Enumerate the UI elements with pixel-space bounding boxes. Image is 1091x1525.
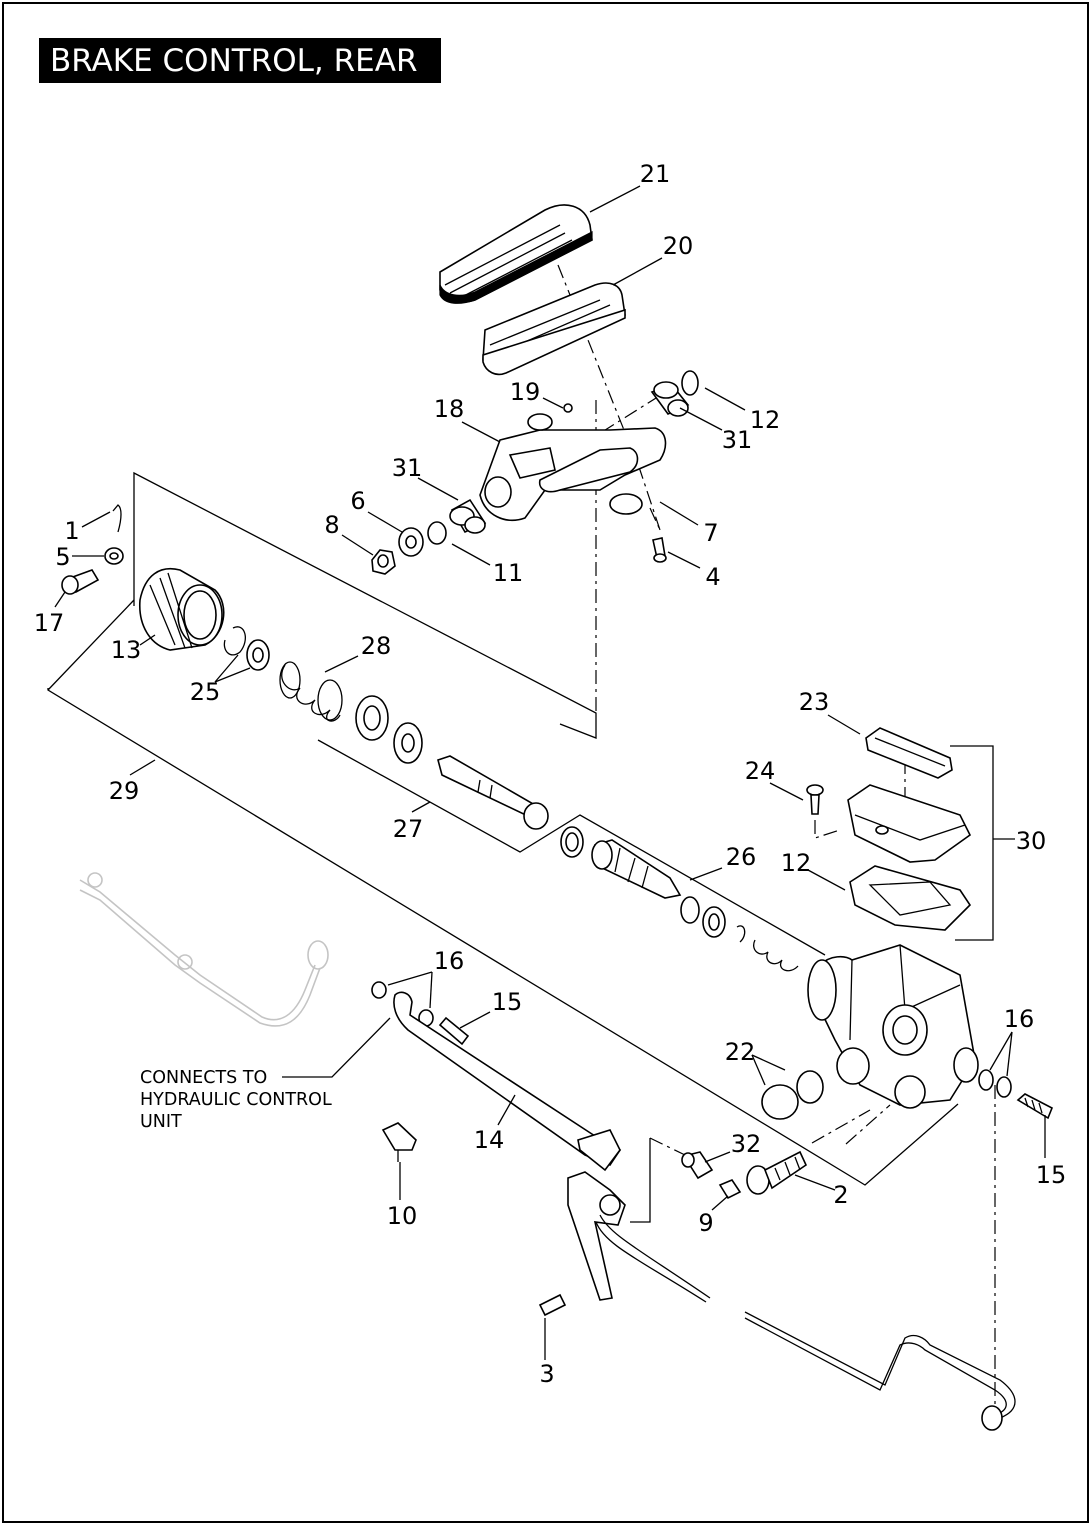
part-10-clip xyxy=(381,1122,417,1162)
callout-29: 29 xyxy=(108,777,140,805)
connection-note: CONNECTS TO HYDRAULIC CONTROL UNIT xyxy=(140,1067,332,1133)
part-22-oring xyxy=(796,1070,824,1104)
part-11-oring xyxy=(427,521,447,545)
callout-26: 26 xyxy=(725,843,757,871)
callout-20: 20 xyxy=(662,232,694,260)
callout-1: 1 xyxy=(64,517,80,545)
callout-2: 2 xyxy=(833,1181,849,1209)
brake-line-upper xyxy=(595,1221,707,1303)
callout-13: 13 xyxy=(110,636,142,664)
part-27-lock-washer xyxy=(355,695,389,741)
callout-9: 9 xyxy=(698,1209,714,1237)
part-5-washer xyxy=(104,547,124,565)
callout-28: 28 xyxy=(360,632,392,660)
part-1-cotter-pin xyxy=(112,504,122,533)
callout-4: 4 xyxy=(705,563,721,591)
part-22-plug xyxy=(761,1084,799,1120)
callout-8: 8 xyxy=(324,511,340,539)
part-26-oring xyxy=(680,896,700,924)
part-16-washer xyxy=(371,981,387,999)
part-12-gasket xyxy=(849,865,972,931)
callout-17: 17 xyxy=(33,609,65,637)
assembly-lines xyxy=(47,264,1015,1410)
callout-31: 31 xyxy=(391,454,423,482)
part-19-fitting xyxy=(563,403,573,413)
callout-19: 19 xyxy=(509,378,541,406)
part-23-sight-glass xyxy=(865,727,953,779)
part-24-screw xyxy=(806,784,824,815)
callout-32: 32 xyxy=(730,1130,762,1158)
part-26-cup xyxy=(702,906,726,938)
part-18-pedal-arm xyxy=(479,413,667,522)
callout-3: 3 xyxy=(539,1360,555,1388)
brake-line-upper xyxy=(599,1214,711,1299)
callout-12: 12 xyxy=(749,406,781,434)
part-7-washer xyxy=(609,493,643,515)
leader-lines xyxy=(54,185,1046,1360)
part-14-brake-hose xyxy=(393,991,622,1172)
master-cylinder-body xyxy=(807,944,979,1109)
callout-14: 14 xyxy=(473,1126,505,1154)
part-17-clevis-pin xyxy=(61,569,100,595)
callout-30: 30 xyxy=(1015,827,1047,855)
note-line: HYDRAULIC CONTROL xyxy=(140,1090,332,1110)
callout-27: 27 xyxy=(392,815,424,843)
part-30-cover xyxy=(847,784,972,863)
callout-16: 16 xyxy=(433,947,465,975)
part-26-piston xyxy=(591,839,682,899)
part-25-retaining-ring xyxy=(223,626,246,656)
part-2-bolt xyxy=(746,1150,808,1195)
ghost-brake-line xyxy=(79,872,329,1027)
part-25-washer xyxy=(246,639,270,671)
callout-23: 23 xyxy=(798,688,830,716)
callout-5: 5 xyxy=(55,543,71,571)
brake-line-lower xyxy=(744,1317,1007,1416)
callout-18: 18 xyxy=(433,395,465,423)
callout-15: 15 xyxy=(491,988,523,1016)
part-8-nut xyxy=(371,549,396,575)
part-12-oring xyxy=(681,370,699,396)
part-3-bracket xyxy=(538,1171,626,1317)
part-31-bushing-lower xyxy=(449,498,487,534)
part-28-spring xyxy=(279,661,343,722)
part-31-bushing-upper xyxy=(650,381,690,417)
part-21-cover-pad xyxy=(439,204,593,304)
part-26-clip xyxy=(736,925,746,943)
callout-12: 12 xyxy=(780,849,812,877)
part-15-banjo-bolt xyxy=(1016,1093,1054,1120)
part-26-seal xyxy=(560,826,584,858)
part-27-pushrod xyxy=(437,755,549,830)
callout-7: 7 xyxy=(703,519,719,547)
note-line: CONNECTS TO xyxy=(140,1068,268,1088)
callout-10: 10 xyxy=(386,1202,418,1230)
callout-15: 15 xyxy=(1035,1161,1067,1189)
part-4-screw xyxy=(652,537,667,563)
callout-16: 16 xyxy=(1003,1005,1035,1033)
callout-6: 6 xyxy=(350,487,366,515)
brake-line-lower xyxy=(744,1311,1016,1419)
callout-22: 22 xyxy=(724,1038,756,1066)
brake-line-fitting xyxy=(981,1405,1003,1431)
part-16-washer xyxy=(978,1069,994,1091)
callout-24: 24 xyxy=(744,757,776,785)
callout-25: 25 xyxy=(189,678,221,706)
part-16-washer xyxy=(996,1076,1012,1098)
callout-31: 31 xyxy=(721,426,753,454)
part-13-boot xyxy=(139,568,225,651)
part-15-banjo-bolt xyxy=(438,1016,470,1046)
part-9-cap xyxy=(718,1179,742,1200)
part-20-cover-plate xyxy=(482,282,626,376)
part-6-washer xyxy=(398,527,424,557)
part-32-switch xyxy=(681,1151,714,1180)
page-title: BRAKE CONTROL, REAR xyxy=(50,43,418,79)
part-27-washer xyxy=(393,722,423,764)
note-line: UNIT xyxy=(140,1112,182,1132)
part-26-spring xyxy=(753,939,799,972)
title-bar xyxy=(39,38,441,83)
callout-11: 11 xyxy=(492,559,524,587)
callout-21: 21 xyxy=(639,160,671,188)
